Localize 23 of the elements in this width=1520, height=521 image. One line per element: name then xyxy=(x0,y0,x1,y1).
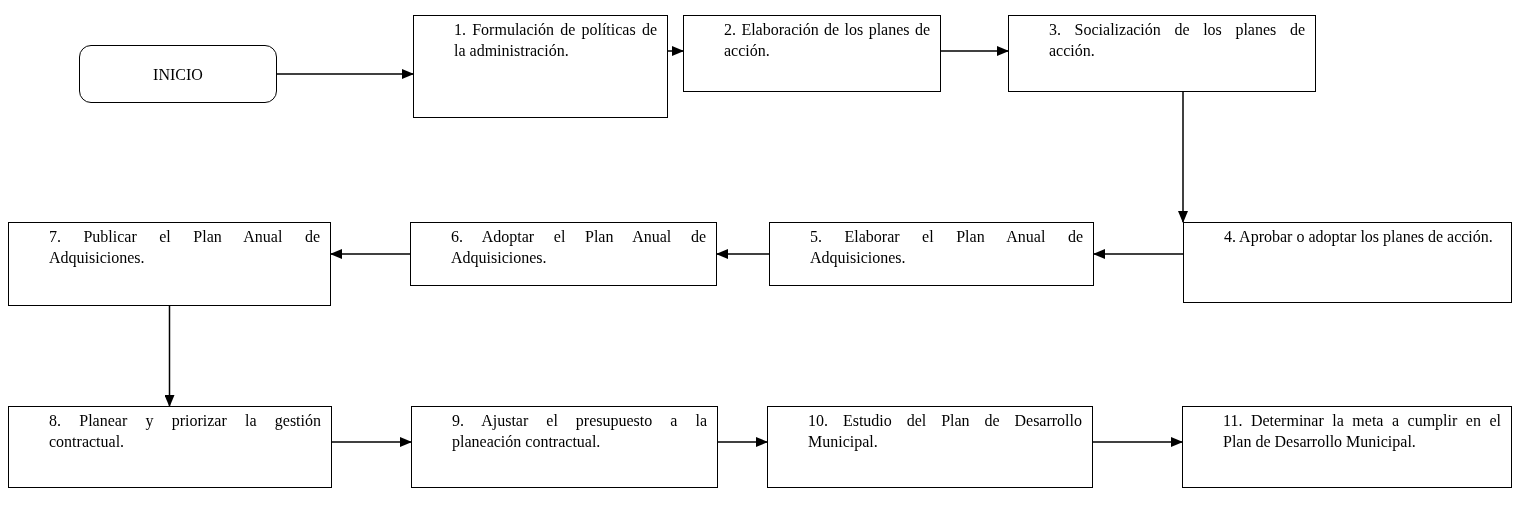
process-box: 10. Estudio del Plan de Desarrollo Municipal. xyxy=(767,406,1093,488)
arrow xyxy=(667,46,684,56)
arrow xyxy=(164,305,175,407)
arrow xyxy=(1093,249,1184,259)
process-box: 11. Determinar la meta a cumplir en el Plan de Desarrollo Municipal. xyxy=(1182,406,1512,488)
process-box: 7. Publicar el Plan Anual de Adquisiciones. xyxy=(8,222,331,306)
arrow xyxy=(717,437,768,447)
process-box: 5. Elaborar el Plan Anual de Adquisiciones. xyxy=(769,222,1094,286)
arrow xyxy=(940,46,1009,56)
start-terminal: INICIO xyxy=(79,45,277,103)
process-box: 4. Aprobar o adoptar los planes de acción. xyxy=(1183,222,1512,303)
arrow xyxy=(276,69,414,79)
arrow xyxy=(1178,91,1188,223)
process-box: 3. Socialización de los planes de acción. xyxy=(1008,15,1316,92)
process-box: 2. Elaboración de los planes de acción. xyxy=(683,15,941,92)
arrow xyxy=(716,249,770,259)
process-box: 9. Ajustar el presupuesto a la planeación contractual. xyxy=(411,406,718,488)
process-box: 8. Planear y priorizar la gestión contractual. xyxy=(8,406,332,488)
process-box: 1. Formulación de políticas de la administración. xyxy=(413,15,668,118)
arrow xyxy=(331,437,412,447)
arrow xyxy=(1092,437,1183,447)
process-box: 6. Adoptar el Plan Anual de Adquisiciones. xyxy=(410,222,717,286)
arrow xyxy=(330,249,411,259)
